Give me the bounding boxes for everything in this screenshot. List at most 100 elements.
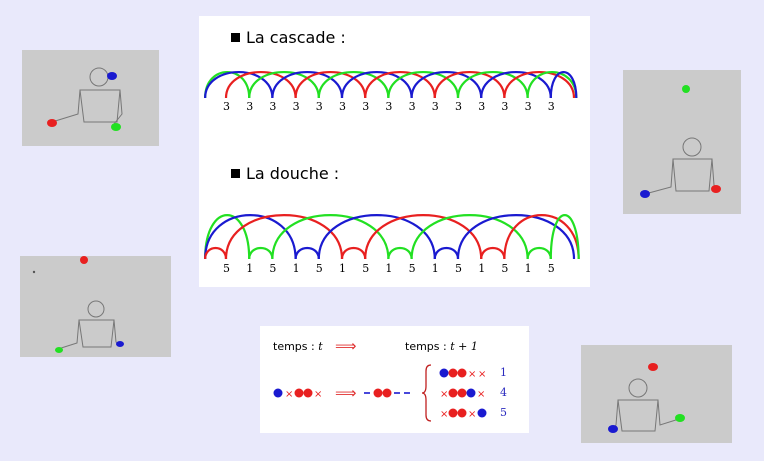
throw-arc bbox=[387, 70, 460, 99]
ball-icon bbox=[116, 341, 124, 347]
ball-icon bbox=[640, 190, 650, 198]
ball-icon bbox=[80, 256, 88, 264]
siteswap-number: 3 bbox=[408, 100, 416, 113]
throw-arc bbox=[410, 214, 529, 260]
implies-arrow-icon-2: ⟹ bbox=[335, 384, 357, 402]
throw-arc bbox=[433, 246, 460, 260]
siteswap-number: 3 bbox=[223, 100, 230, 113]
siteswap-number: 3 bbox=[431, 100, 439, 113]
svg-text:×: × bbox=[440, 409, 448, 420]
siteswap-number: 3 bbox=[385, 100, 393, 113]
svg-text:×: × bbox=[468, 409, 476, 420]
ball-icon bbox=[608, 425, 618, 433]
ball-icon bbox=[382, 388, 392, 398]
juggler-thumbnail-1[interactable] bbox=[22, 50, 159, 146]
ball-icon bbox=[47, 119, 57, 127]
throw-arc bbox=[317, 70, 390, 99]
svg-text:×: × bbox=[477, 389, 485, 400]
siteswap-number: 5 bbox=[223, 262, 230, 275]
throw-arc bbox=[480, 70, 552, 99]
temps-t-label: temps : t bbox=[273, 340, 323, 353]
throw-arc bbox=[456, 214, 576, 260]
siteswap-number: 1 bbox=[478, 262, 486, 275]
siteswap-number: 3 bbox=[292, 100, 300, 113]
throw-arc bbox=[294, 246, 320, 260]
transition-panel: temps : t ⟹ temps : t + 1 ⟹ × × × × × × … bbox=[260, 326, 529, 433]
outcome-2: 4 bbox=[500, 386, 507, 399]
ball-icon bbox=[682, 85, 690, 93]
ball-icon bbox=[273, 388, 283, 398]
siteswap-number: 3 bbox=[547, 100, 555, 113]
transition-diagram-icon: × × × × × × × × bbox=[273, 364, 487, 422]
siteswap-number: 5 bbox=[315, 262, 323, 275]
siteswap-number: 5 bbox=[269, 262, 277, 275]
throw-arc bbox=[340, 246, 367, 260]
siteswap-number: 1 bbox=[431, 262, 439, 275]
siteswap-number: 5 bbox=[547, 262, 555, 275]
throw-arc bbox=[410, 70, 483, 99]
juggler-figure-icon bbox=[47, 67, 123, 131]
throw-arc bbox=[317, 214, 436, 260]
svg-text:×: × bbox=[478, 369, 486, 380]
throw-arc bbox=[204, 246, 228, 260]
cascade-arc-diagram-icon bbox=[204, 70, 578, 99]
throw-arc bbox=[340, 70, 413, 99]
ball-icon bbox=[675, 414, 685, 422]
ball-icon bbox=[107, 72, 117, 80]
ball-icon bbox=[294, 388, 304, 398]
svg-text:×: × bbox=[440, 389, 448, 400]
siteswap-number: 3 bbox=[246, 100, 254, 113]
throw-arc bbox=[456, 70, 529, 99]
throw-arc bbox=[204, 214, 297, 260]
siteswap-number: 5 bbox=[455, 262, 462, 275]
juggler-figure-icon bbox=[608, 363, 685, 433]
siteswap-number: 3 bbox=[478, 100, 486, 113]
throw-arc bbox=[204, 70, 274, 99]
douche-arc-diagram-icon bbox=[204, 214, 580, 260]
juggler-thumbnail-3[interactable] bbox=[623, 70, 741, 214]
siteswap-number: 5 bbox=[362, 262, 370, 275]
ball-icon bbox=[111, 123, 121, 131]
outcome-3: 5 bbox=[500, 406, 507, 419]
outcome-1: 1 bbox=[500, 366, 507, 379]
brace-icon bbox=[421, 364, 432, 422]
throw-arc bbox=[387, 246, 413, 260]
siteswap-number: 3 bbox=[269, 100, 277, 113]
svg-text:×: × bbox=[468, 369, 476, 380]
siteswap-number: 5 bbox=[408, 262, 416, 275]
implies-arrow-icon: ⟹ bbox=[335, 337, 357, 355]
throw-arc bbox=[294, 70, 367, 99]
throw-arc bbox=[503, 214, 580, 260]
bullet-square-icon bbox=[231, 33, 240, 42]
douche-heading: La douche : bbox=[231, 164, 339, 183]
siteswap-number: 3 bbox=[339, 100, 346, 113]
siteswap-number: 3 bbox=[524, 100, 532, 113]
temps-t1-label: temps : t + 1 bbox=[405, 340, 478, 353]
throw-arc bbox=[224, 214, 344, 260]
ball-icon bbox=[303, 388, 313, 398]
juggler-thumbnail-2[interactable] bbox=[20, 256, 171, 357]
siteswap-number: 1 bbox=[385, 262, 393, 275]
throw-arc bbox=[364, 214, 483, 260]
throw-arc bbox=[271, 70, 344, 99]
throw-arc bbox=[248, 70, 320, 99]
throw-arc bbox=[549, 214, 580, 260]
throw-arc bbox=[364, 70, 436, 99]
throw-arc bbox=[503, 70, 576, 99]
juggler-thumbnail-4[interactable] bbox=[581, 345, 732, 443]
siteswap-number: 3 bbox=[455, 100, 462, 113]
throw-arc bbox=[433, 70, 506, 99]
siteswap-number: 1 bbox=[246, 262, 254, 275]
cascade-heading: La cascade : bbox=[231, 28, 346, 47]
ball-icon bbox=[648, 363, 658, 371]
juggler-figure-icon bbox=[32, 256, 124, 353]
siteswap-number: 3 bbox=[362, 100, 370, 113]
siteswap-number: 1 bbox=[292, 262, 300, 275]
siteswap-number: 3 bbox=[501, 100, 509, 113]
throw-arc bbox=[549, 71, 578, 99]
juggler-figure-icon bbox=[640, 85, 721, 198]
siteswap-number: 5 bbox=[501, 262, 509, 275]
throw-arc bbox=[526, 246, 552, 260]
throw-arc bbox=[224, 70, 297, 99]
